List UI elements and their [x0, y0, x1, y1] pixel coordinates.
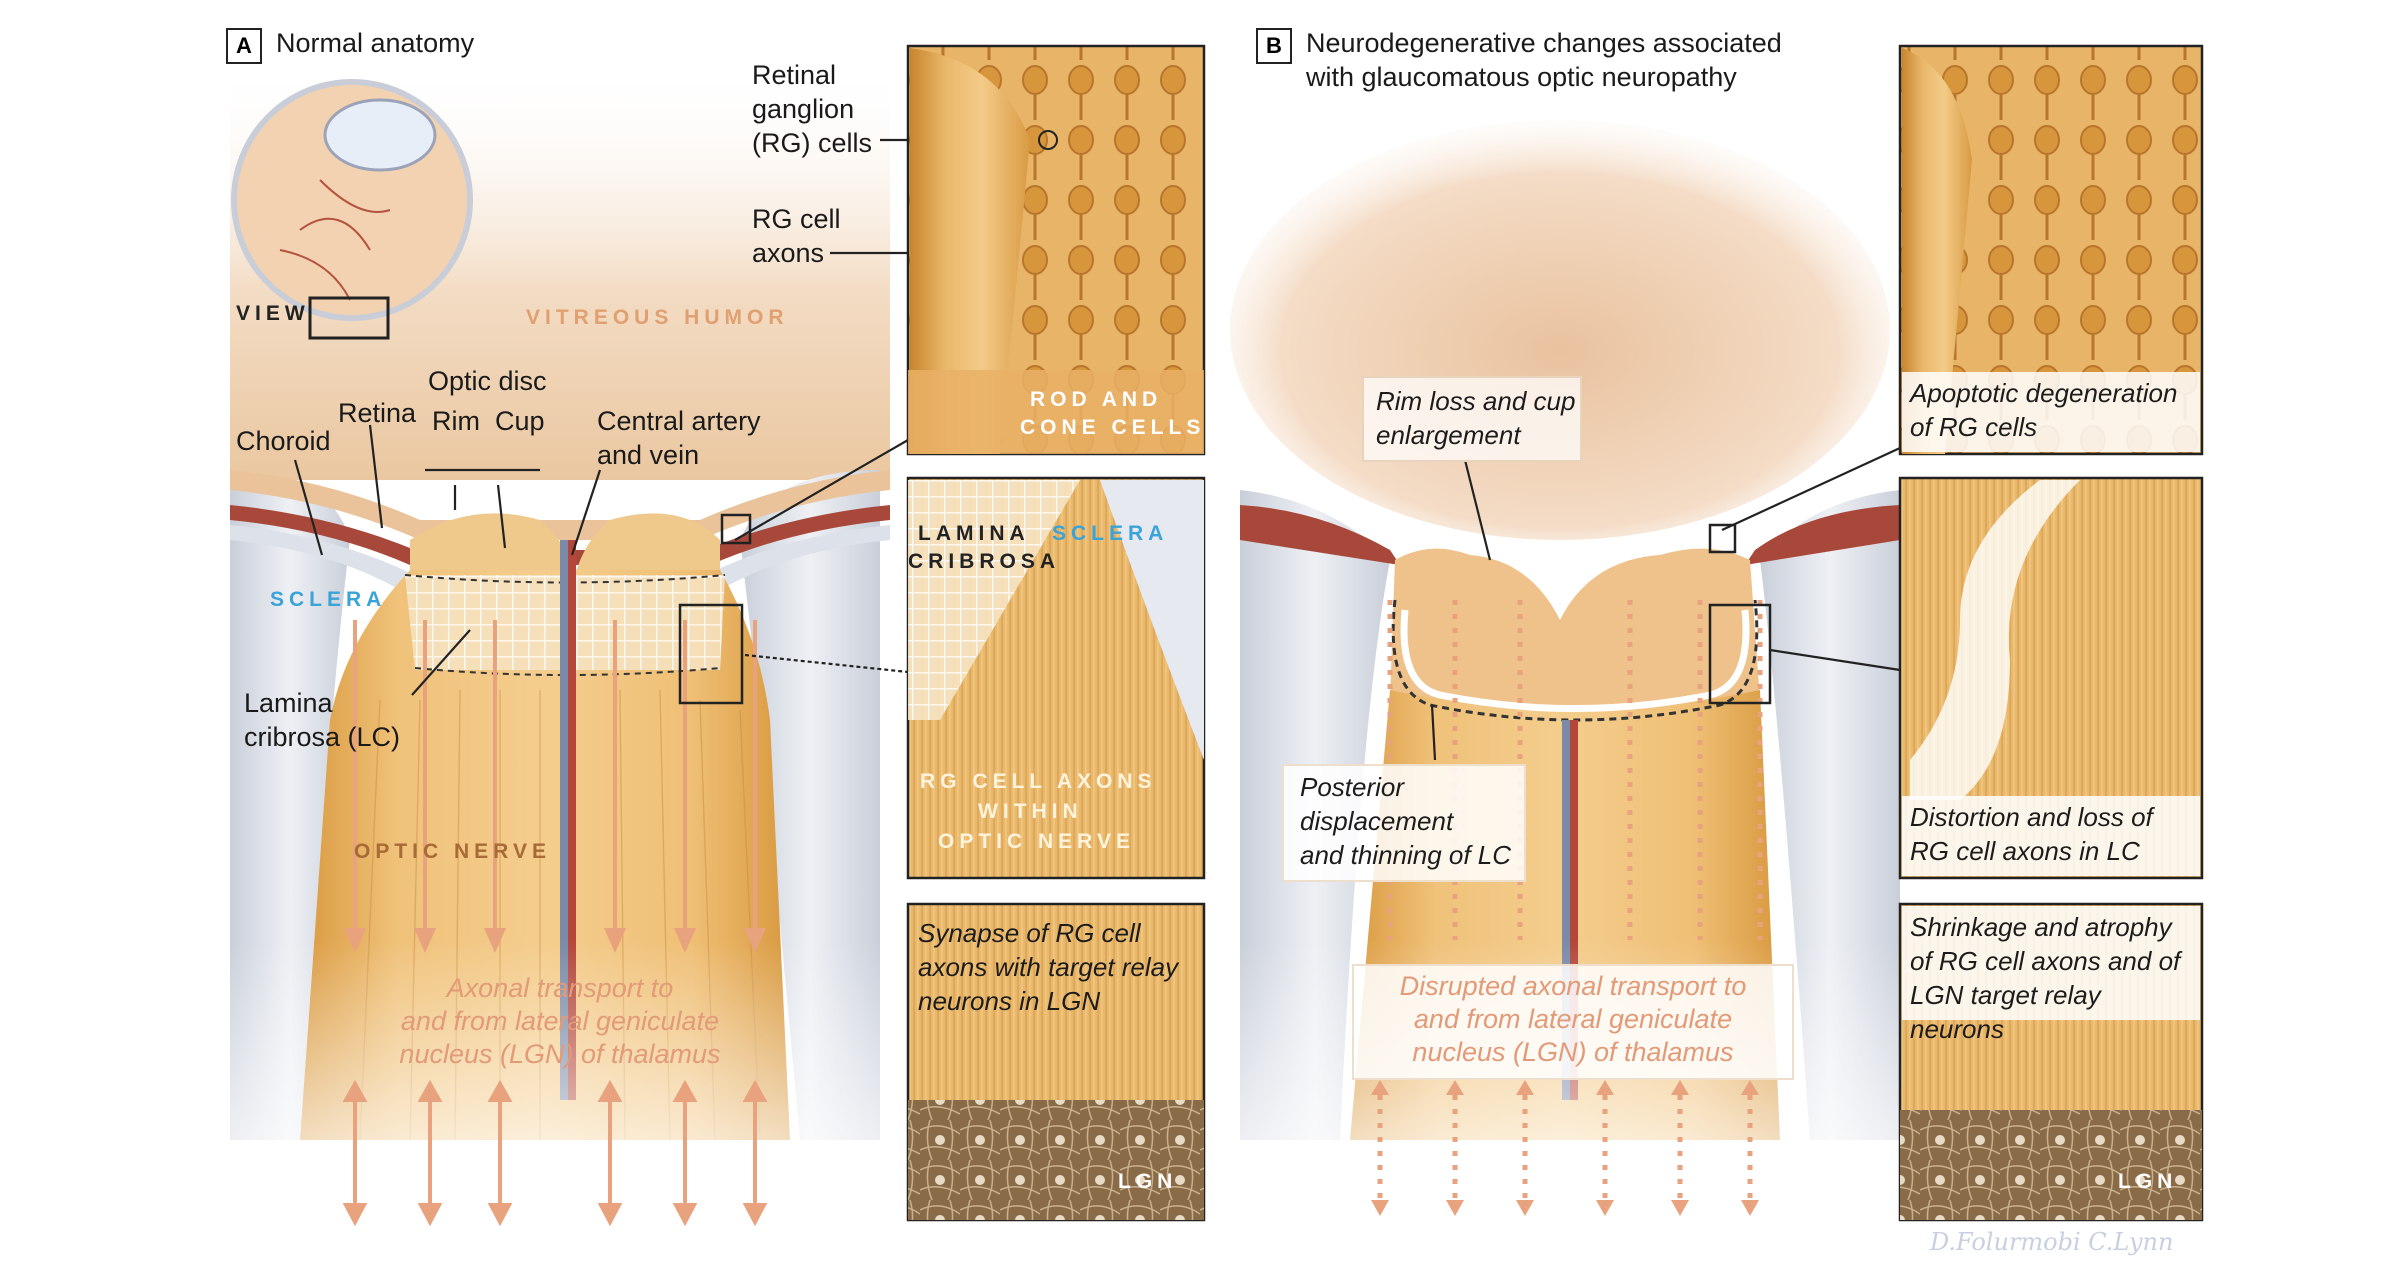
disrupted-line-2: and from lateral geniculate	[1413, 1004, 1733, 1034]
rim-loss-caption: Rim loss and cup enlargement	[1362, 376, 1582, 462]
inset-lgn-label-b: LGN	[2118, 1170, 2178, 1193]
optic-disc-label: Optic disc	[428, 366, 547, 396]
synapse-line-3: neurons in LGN	[918, 986, 1101, 1016]
inset-lgn-a	[906, 902, 1206, 1222]
rod-cone-label-2: CONE CELLS	[1020, 416, 1206, 439]
rim-label: Rim	[432, 406, 480, 436]
inset-axons-label-3: OPTIC NERVE	[938, 830, 1135, 853]
shrinkage-line-3: LGN target relay neurons	[1910, 980, 2101, 1044]
bidirectional-arrows-a	[342, 1079, 768, 1227]
sclera-layer	[230, 525, 890, 590]
disrupted-transport-caption: Disrupted axonal transport to and from l…	[1352, 964, 1794, 1080]
posterior-line-3: and thinning of LC	[1300, 840, 1512, 870]
bottom-fade-a	[230, 940, 900, 1240]
detail-marker-lamina-a	[678, 603, 744, 705]
retinal-gc-label-1: Retinal	[752, 60, 837, 90]
detail-marker-retina-a	[720, 513, 752, 545]
central-artery-label-1: Central artery	[597, 406, 761, 436]
central-vein	[560, 540, 568, 1100]
synapse-line-1: Synapse of RG cell	[918, 918, 1141, 948]
retina-label: Retina	[338, 398, 417, 428]
distortion-line-2: RG cell axons in LC	[1910, 836, 2140, 866]
posterior-line-1: Posterior	[1300, 772, 1405, 802]
posterior-displacement-caption: Posterior displacement and thinning of L…	[1282, 764, 1526, 882]
disrupted-line-3: nucleus (LGN) of thalamus	[1412, 1037, 1734, 1067]
inset-lamina-label-2: CRIBROSA	[908, 550, 1061, 573]
inset-axons-label-2: WITHIN	[978, 800, 1083, 823]
transport-line-2: and from lateral geniculate	[400, 1006, 720, 1036]
detail-marker-lamina-b	[1708, 603, 1772, 705]
inset-axons-label-1: RG CELL AXONS	[920, 770, 1157, 793]
panel-b-letter: B	[1256, 28, 1292, 64]
axon-flow-arrows-a	[343, 620, 767, 953]
transport-line-1: Axonal transport to	[446, 973, 674, 1003]
choroid-layer-b-right	[1745, 505, 1900, 565]
lamina-label-2: cribrosa (LC)	[244, 722, 401, 752]
apoptotic-line-1: Apoptotic degeneration	[1910, 378, 2178, 408]
vitreous-humor-area-b	[1230, 120, 1890, 540]
shrinkage-caption: Shrinkage and atrophy of RG cell axons a…	[1902, 906, 2200, 1044]
lamina-label-1: Lamina	[244, 688, 333, 718]
central-artery-label-2: and vein	[597, 440, 700, 470]
view-box-marker	[308, 296, 390, 340]
detail-marker-retina-b	[1708, 523, 1737, 554]
rg-axons-label-2: axons	[752, 238, 825, 268]
lamina-top-boundary	[404, 574, 726, 584]
retina-layer	[230, 470, 890, 540]
shrinkage-line-2: of RG cell axons and of	[1910, 946, 2181, 976]
transport-line-3: nucleus (LGN) of thalamus	[399, 1039, 721, 1069]
sclera-label: SCLERA	[270, 588, 387, 611]
inset-lamina-label-1: LAMINA	[918, 522, 1030, 545]
disrupted-line-1: Disrupted axonal transport to	[1399, 971, 1747, 1001]
choroid-label: Choroid	[236, 426, 331, 456]
inset-lamina-a	[906, 476, 1206, 880]
panel-a-letter: A	[226, 28, 262, 64]
retinal-gc-label-2: ganglion	[752, 94, 855, 124]
posterior-line-2: displacement	[1300, 806, 1454, 836]
synapse-line-2: axons with target relay	[918, 952, 1179, 982]
axonal-transport-caption: Axonal transport to and from lateral gen…	[350, 972, 770, 1071]
central-artery-b	[1570, 720, 1578, 1100]
artist-signature: D.Folurmobi C.Lynn	[1930, 1228, 2174, 1256]
vitreous-humor-label: VITREOUS HUMOR	[526, 306, 789, 329]
panel-a-title: Normal anatomy	[276, 28, 475, 58]
rim-loss-line-1: Rim loss and cup	[1376, 386, 1576, 416]
rim-loss-line-2: enlargement	[1376, 420, 1521, 450]
apoptotic-caption: Apoptotic degeneration of RG cells	[1902, 372, 2200, 452]
choroid-layer	[230, 505, 890, 565]
choroid-layer-b	[1240, 505, 1400, 565]
distortion-line-1: Distortion and loss of	[1910, 802, 2153, 832]
retinal-gc-label-3: (RG) cells	[752, 128, 872, 158]
disrupted-arrowheads-b	[1371, 1080, 1759, 1216]
distortion-caption: Distortion and loss of RG cell axons in …	[1902, 796, 2200, 876]
central-vein-b	[1562, 720, 1570, 1100]
displaced-lamina	[1400, 609, 1750, 712]
inset-sclera-label: SCLERA	[1052, 522, 1169, 545]
panel-b-title-1: Neurodegenerative changes associated	[1306, 28, 1782, 58]
panel-b-title-2: with glaucomatous optic neuropathy	[1306, 62, 1737, 92]
central-artery	[568, 540, 576, 1100]
inset-lgn-label-a: LGN	[1118, 1170, 1178, 1193]
leader-lines-b	[1430, 447, 1901, 761]
eye-globe-illustration	[231, 79, 473, 321]
view-label: VIEW	[236, 302, 310, 325]
optic-nerve-label: OPTIC NERVE	[354, 840, 551, 863]
apoptotic-line-2: of RG cells	[1910, 412, 2038, 442]
optic-disc	[410, 513, 720, 580]
rod-cone-label-1: ROD AND	[1030, 388, 1163, 411]
enlarged-cup	[1390, 548, 1760, 710]
shrinkage-line-1: Shrinkage and atrophy	[1910, 912, 2172, 942]
inset-retina-a	[906, 44, 1206, 456]
rg-axons-label-1: RG cell	[752, 204, 841, 234]
cup-label: Cup	[495, 406, 545, 436]
synapse-caption: Synapse of RG cell axons with target rel…	[912, 912, 1198, 1028]
